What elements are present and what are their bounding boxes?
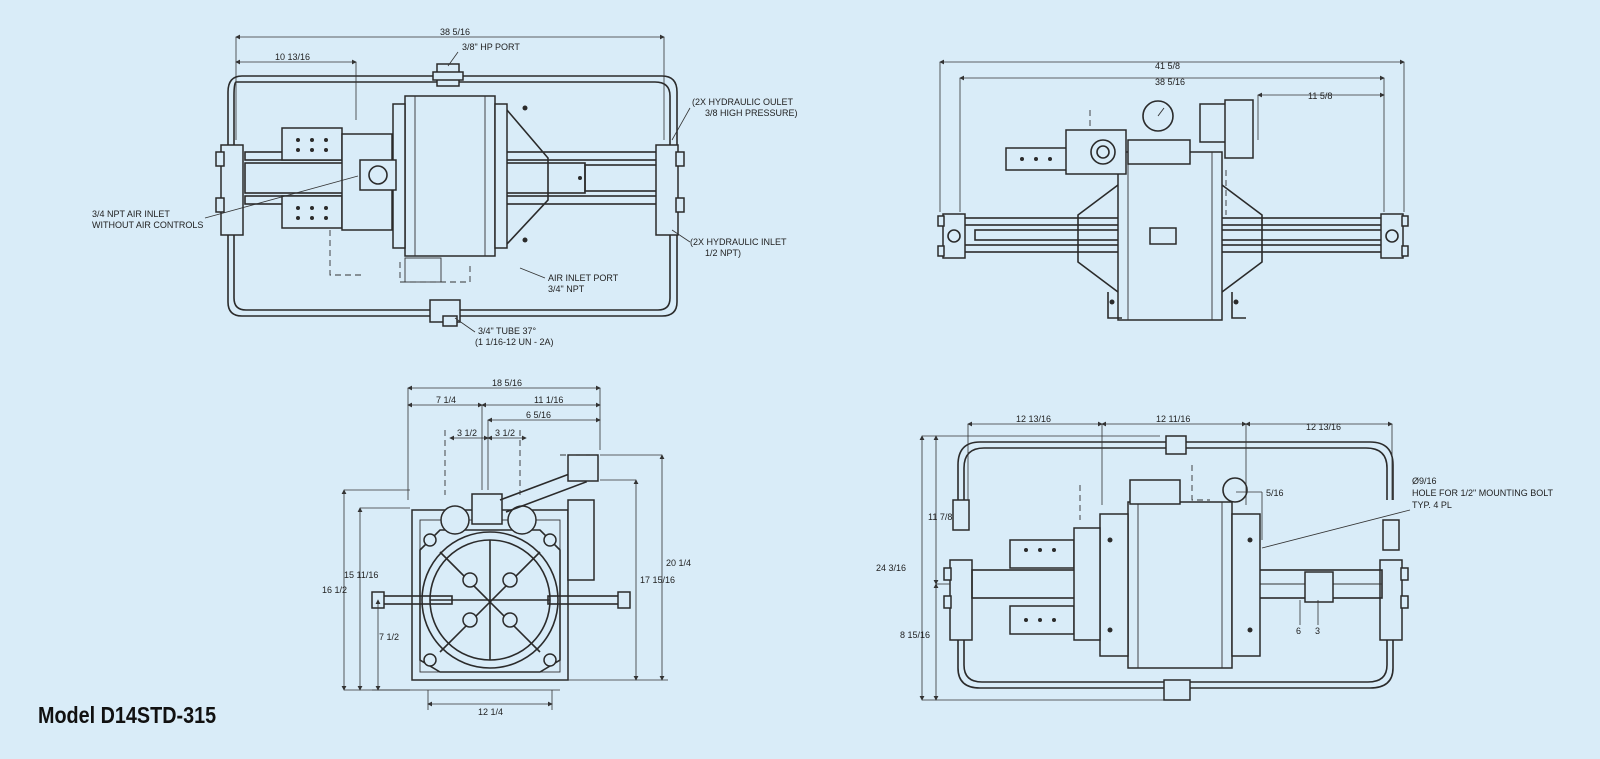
- dim-plan-hole: 5/16: [1266, 488, 1284, 498]
- dim-plan-3: 3: [1315, 626, 1320, 636]
- label-air-port-2: 3/4" NPT: [548, 284, 585, 294]
- dim-end-overall: 18 5/16: [492, 378, 522, 388]
- dim-plan-mid: 12 11/16: [1156, 414, 1190, 424]
- plan-view: [919, 421, 1411, 701]
- dim-plan-h2: 24 3/16: [876, 563, 906, 573]
- dim-end-base: 12 1/4: [478, 707, 503, 717]
- label-hole-3: TYP. 4 PL: [1412, 500, 1452, 510]
- label-hyd-outlet-1: (2X HYDRAULIC OULET: [692, 97, 794, 107]
- dim-side-right: 11 5/8: [1308, 91, 1332, 101]
- dim-top-overall: 38 5/16: [440, 27, 470, 37]
- label-air-inlet-2: WITHOUT AIR CONTROLS: [92, 220, 203, 230]
- end-view: [341, 385, 668, 710]
- side-view: [937, 59, 1409, 321]
- dim-end-half-l: 3 1/2: [457, 428, 477, 438]
- dim-end-center: 6 5/16: [526, 410, 551, 420]
- dim-end-right: 11 1/16: [534, 395, 563, 405]
- dim-end-left: 7 1/4: [436, 395, 456, 405]
- label-hyd-inlet-1: (2X HYDRAULIC INLET: [690, 237, 787, 247]
- label-air-inlet-1: 3/4 NPT AIR INLET: [92, 209, 170, 219]
- dim-end-h3: 7 1/2: [379, 632, 399, 642]
- dim-side-mid: 38 5/16: [1155, 77, 1185, 87]
- label-hole-2: HOLE FOR 1/2" MOUNTING BOLT: [1412, 488, 1554, 498]
- dim-end-h1: 15 11/16: [344, 570, 378, 580]
- dim-top-left: 10 13/16: [275, 52, 310, 62]
- dim-plan-left: 12 13/16: [1016, 414, 1051, 424]
- label-hole-1: Ø9/16: [1412, 476, 1437, 486]
- dim-end-h5: 20 1/4: [666, 558, 691, 568]
- label-hp-port: 3/8" HP PORT: [462, 42, 520, 52]
- top-view: [204, 34, 691, 333]
- dim-end-half-r: 3 1/2: [495, 428, 515, 438]
- dim-plan-h1: 11 7/8: [928, 512, 952, 522]
- dim-side-overall: 41 5/8: [1155, 61, 1180, 71]
- dim-plan-right: 12 13/16: [1306, 422, 1341, 432]
- dim-plan-6: 6: [1296, 626, 1301, 636]
- dim-plan-h3: 8 15/16: [900, 630, 930, 640]
- label-hyd-outlet-2: 3/8 HIGH PRESSURE): [705, 108, 798, 118]
- dim-end-h4: 17 15/16: [640, 575, 675, 585]
- label-hyd-inlet-2: 1/2 NPT): [705, 248, 741, 258]
- label-tube-1: 3/4" TUBE 37°: [478, 326, 537, 336]
- dim-end-h2: 16 1/2: [322, 585, 347, 595]
- model-title: Model D14STD-315: [38, 702, 217, 728]
- label-air-port-1: AIR INLET PORT: [548, 273, 619, 283]
- label-tube-2: (1 1/16-12 UN - 2A): [475, 337, 554, 347]
